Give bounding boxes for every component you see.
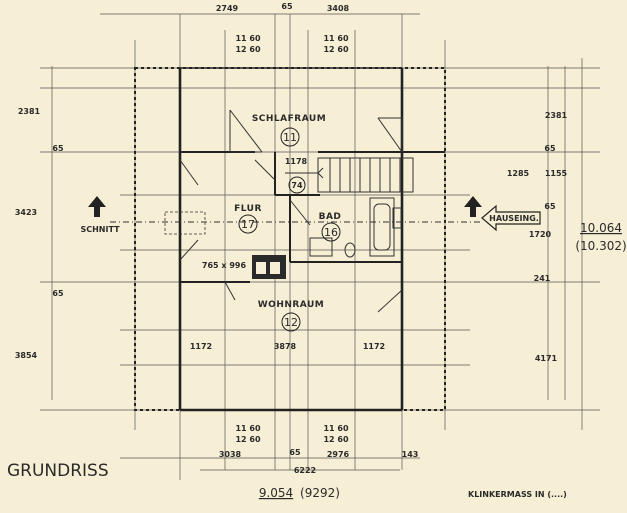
room-flur-number: 17 xyxy=(241,218,255,231)
entrance-label: HAUSEING. xyxy=(489,214,539,223)
dim-living-1: 1172 xyxy=(190,342,212,351)
dim-top-1: 2749 xyxy=(216,4,239,13)
drawing-title: GRUNDRISS xyxy=(7,461,109,481)
dim-left-3: 3423 xyxy=(15,208,37,217)
dim-right-5: 65 xyxy=(544,202,556,211)
dim-left-2: 65 xyxy=(52,144,64,153)
total-width-brick: (9292) xyxy=(300,486,340,500)
dim-window-top-4: 12 60 xyxy=(323,45,348,54)
dim-window-bottom-1: 11 60 xyxy=(235,424,260,433)
dim-left-4: 65 xyxy=(52,289,64,298)
room-schlafraum-number: 11 xyxy=(283,131,297,144)
dim-right-8: 4171 xyxy=(535,354,558,363)
dim-right-7: 241 xyxy=(534,274,551,283)
dim-bottom-1: 3038 xyxy=(219,450,242,459)
total-width: 9.054 xyxy=(259,486,293,500)
room-schlafraum-label: SCHLAFRAUM xyxy=(252,114,326,124)
dim-bottom-2: 65 xyxy=(289,448,301,457)
staircase xyxy=(285,157,414,193)
skylight xyxy=(164,211,206,235)
dim-window-top-3: 11 60 xyxy=(323,34,348,43)
dim-right-6: 1720 xyxy=(529,230,552,239)
section-arrow-left xyxy=(88,196,106,217)
dim-living-2: 3878 xyxy=(274,342,297,351)
room-circles xyxy=(238,127,341,332)
total-height: 10.064 xyxy=(580,221,622,235)
chimney xyxy=(252,255,286,279)
dim-window-top-2: 12 60 xyxy=(235,45,260,54)
dim-right-3: 1285 xyxy=(507,169,530,178)
bath-fixtures xyxy=(309,197,402,258)
room-bad-number: 16 xyxy=(324,226,338,239)
section-arrow-right xyxy=(464,196,482,217)
scale-note: KLINKERMASS IN (....) xyxy=(468,490,567,499)
dim-left-5: 3854 xyxy=(15,351,38,360)
room-wohnraum-number: 12 xyxy=(284,316,298,329)
dim-window-bottom-2: 12 60 xyxy=(235,435,260,444)
dim-window-bottom-3: 11 60 xyxy=(323,424,348,433)
chimney-size: 765 x 996 xyxy=(202,261,247,270)
total-height-brick: (10.302) xyxy=(575,239,626,253)
dim-window-bottom-4: 12 60 xyxy=(323,435,348,444)
section-label: SCHNITT xyxy=(80,225,120,234)
stair-number: 74 xyxy=(291,181,303,190)
dim-top-2: 65 xyxy=(281,2,293,11)
dim-left-1: 2381 xyxy=(18,107,41,116)
dim-bottom-3: 2976 xyxy=(327,450,350,459)
dim-bottom-5: 6222 xyxy=(294,466,316,475)
dim-window-top-1: 11 60 xyxy=(235,34,260,43)
dim-right-1: 2381 xyxy=(545,111,568,120)
doors xyxy=(179,109,403,313)
dim-living-3: 1172 xyxy=(363,342,385,351)
room-flur-label: FLUR xyxy=(234,204,262,214)
dim-bottom-4: 143 xyxy=(402,450,419,459)
entrance-arrow xyxy=(481,204,541,232)
stair-width: 1178 xyxy=(285,157,308,166)
room-wohnraum-label: WOHNRAUM xyxy=(258,300,325,310)
dim-right-2: 65 xyxy=(544,144,556,153)
dim-right-4: 1155 xyxy=(545,169,568,178)
room-bad-label: BAD xyxy=(319,212,342,222)
dim-top-3: 3408 xyxy=(327,4,350,13)
